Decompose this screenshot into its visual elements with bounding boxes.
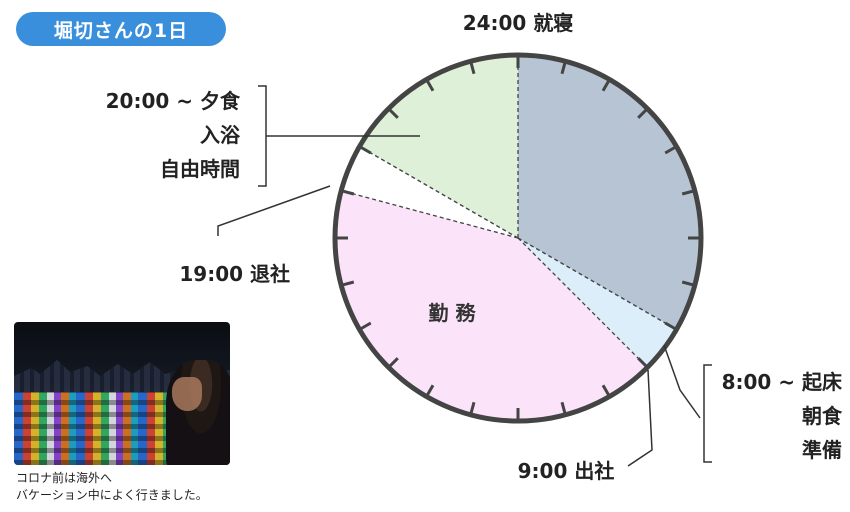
label-wake-time: 8:00 ~ 起床: [722, 370, 843, 394]
hour-tick-16: [360, 321, 372, 330]
hour-tick-3: [637, 108, 648, 119]
label-wake-3: 準備: [802, 438, 842, 462]
label-sleep: 24:00 就寝: [463, 11, 574, 35]
hour-tick-20: [360, 146, 372, 155]
label-evening-time: 20:00 ~ 夕食: [106, 89, 241, 113]
sector-4: [361, 56, 518, 238]
label-work-end: 19:00 退社: [179, 262, 290, 286]
arrive-leader: [627, 369, 653, 467]
label-work-start: 9:00 出社: [518, 459, 615, 483]
label-evening-3: 自由時間: [160, 157, 240, 181]
title-badge: 堀切さんの1日: [16, 12, 226, 46]
leave-leader: [217, 185, 331, 236]
sector-1: [518, 238, 675, 366]
sector-3: [343, 147, 518, 238]
hour-tick-19: [342, 189, 355, 196]
sector-0: [518, 57, 699, 329]
label-wake-2: 朝食: [802, 404, 843, 428]
caption-line-1: コロナ前は海外へ: [16, 471, 113, 485]
hour-tick-11: [560, 401, 567, 414]
hour-tick-9: [637, 357, 648, 368]
hour-tick-8: [664, 321, 676, 330]
hour-tick-22: [426, 80, 435, 92]
divider-4: [360, 146, 519, 239]
clock-rim: [332, 52, 704, 424]
wake-bracket: [703, 364, 712, 463]
hour-tick-15: [388, 357, 399, 368]
hour-tick-14: [426, 384, 435, 396]
wake-leader: [663, 344, 701, 419]
divider-1: [517, 237, 676, 330]
photo-caption: コロナ前は海外へ バケーション中によく行きました。: [16, 470, 246, 504]
hour-tick-13: [469, 401, 476, 414]
divider-3: [342, 190, 519, 239]
hour-tick-1: [560, 62, 567, 75]
hour-tick-17: [342, 280, 355, 287]
hour-tick-10: [601, 384, 610, 396]
hour-tick-23: [469, 62, 476, 75]
divider-2: [517, 237, 647, 367]
hour-tick-4: [664, 146, 676, 155]
caption-line-2: バケーション中によく行きました。: [16, 488, 208, 502]
hour-tick-7: [681, 280, 694, 287]
hour-tick-2: [601, 80, 610, 92]
evening-bracket: [258, 85, 267, 187]
vacation-photo: [14, 322, 230, 465]
hour-tick-21: [388, 108, 399, 119]
label-evening-2: 入浴: [200, 123, 241, 147]
hour-tick-5: [681, 189, 694, 196]
sector-2: [337, 191, 646, 420]
label-work: 勤 務: [429, 301, 477, 325]
